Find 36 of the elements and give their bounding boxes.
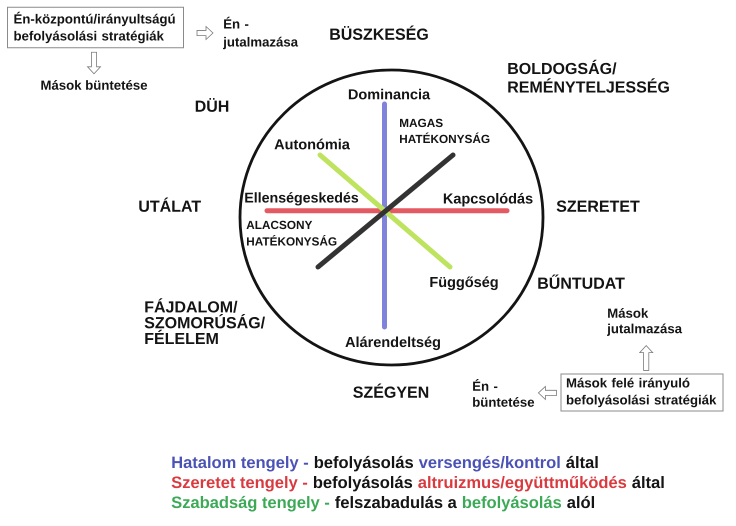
hollow-arrow xyxy=(638,345,654,371)
axis-label: Autonómia xyxy=(274,138,350,150)
text-label: Mások büntetése xyxy=(41,80,148,90)
text-label: Én - büntetése xyxy=(473,379,534,407)
note-text: felszabadulás a xyxy=(335,496,457,508)
emotion-label: BÜSZKESÉG xyxy=(330,26,428,40)
hollow-arrow xyxy=(86,52,102,74)
emotion-label: BOLDOGSÁG/ REMÉNYTELJESSÉG xyxy=(508,60,669,93)
strategy-box: Mások felé irányuló befolyásolási stratégiák xyxy=(560,373,724,412)
axis-label: Függőség xyxy=(430,276,498,290)
note-text: Szabadság tengely - xyxy=(172,496,330,512)
hollow-arrow xyxy=(196,26,214,40)
note-text: által xyxy=(566,456,598,468)
axis-label: ALACSONY HATÉKONYSÁG xyxy=(246,220,336,246)
axis-label: Kapcsolódás xyxy=(444,192,533,206)
note-text: befolyásolás xyxy=(314,456,414,472)
note-text: Szeretet tengely - xyxy=(172,476,308,492)
strategy-box: Én-központú/irányultságú befolyásolási stratégiák xyxy=(7,6,184,48)
hollow-arrow xyxy=(538,385,557,400)
emotion-label: FÁJDALOM/ SZOMORÚSÁG/ FÉLELEM xyxy=(144,298,265,344)
note-text: által xyxy=(632,476,664,488)
axis-label: MAGAS HATÉKONYSÁG xyxy=(400,118,490,144)
note-text: befolyásolás xyxy=(462,496,562,512)
note-text: altruizmus/együttműködés xyxy=(418,476,626,492)
note-text: alól xyxy=(567,496,594,508)
text-label: Én - jutalmazása xyxy=(223,16,298,50)
note-text: versengés/kontrol xyxy=(418,456,560,472)
note-text: befolyásolás xyxy=(314,476,412,492)
axis-label: Alárendeltség xyxy=(345,336,440,350)
axis-label: Ellenségeskedés xyxy=(245,192,358,206)
note-text: Hatalom tengely - xyxy=(172,456,308,472)
text-label: Mások jutalmazása xyxy=(607,308,682,336)
emotion-label: SZÉGYEN xyxy=(353,384,428,398)
axis-label: Dominancia xyxy=(348,88,430,100)
emotion-label: BŰNTUDAT xyxy=(538,274,625,289)
emotion-label: UTÁLAT xyxy=(139,198,201,212)
